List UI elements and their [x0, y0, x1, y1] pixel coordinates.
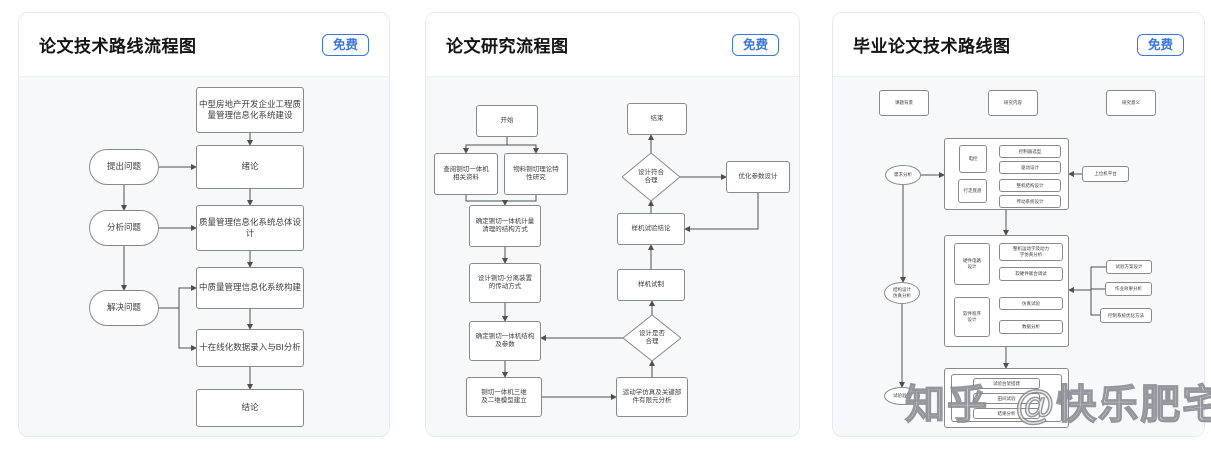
node-verify: 试验验证 — [884, 387, 920, 405]
card-body: 开始查阅铡切一体机 相关资料物料铡切理论特 性研究确定铡切一体机计量 清理的结构… — [426, 77, 799, 436]
node-design-sim: 结构设计 仿真分析 — [884, 282, 920, 304]
node-prototype: 样机试制 — [617, 269, 685, 301]
node-test-plan: 试验方案设计 — [1106, 260, 1152, 274]
flowchart-preview-3: 课题背景 研究内容 研究意义需求分析 电控行走底盘 控制器选型驱动设计整机结构设计传动系… — [833, 77, 1204, 436]
node-controller-select: 控制器选型 — [999, 145, 1061, 158]
node-chassis: 行走底盘 — [958, 179, 987, 203]
node-significance: 研究意义 — [1106, 90, 1156, 116]
card-body: 中型房地产开发企业工程质 量管理信息化系统建设绪论 提出问题质量管理信息化系统总体… — [19, 77, 389, 436]
card-title: 论文研究流程图 — [446, 37, 569, 56]
node-design-check-2: 设计符合 合理 — [622, 153, 680, 201]
node-design-check: 设计是否 合理 — [623, 315, 681, 361]
free-badge[interactable]: 免费 — [1136, 33, 1184, 56]
node-optimize: 优化参数设计 — [726, 161, 790, 193]
node-bench-test: 试验台架搭建 — [973, 378, 1040, 389]
flow-edges — [121, 133, 253, 390]
node-system-build: 中质量管理信息化系统构建 — [196, 267, 304, 309]
node-machine-structure: 整机结构设计 — [999, 179, 1061, 192]
node-raise-question: 提出问题 — [89, 149, 159, 185]
node-content: 研究内容 — [988, 90, 1038, 116]
card-header: 毕业论文技术路线图 免费 — [833, 13, 1204, 77]
node-topic: 中型房地产开发企业工程质 量管理信息化系统建设 — [196, 87, 304, 133]
free-badge[interactable]: 免费 — [321, 33, 369, 56]
node-host-platform: 上位机平台 — [1082, 166, 1129, 182]
card-header: 论文研究流程图 免费 — [426, 13, 799, 77]
node-hardware: 硬件电路 设计 — [954, 243, 990, 285]
node-theory-study: 物料铡切理论特 性研究 — [504, 153, 568, 195]
node-electric: 电控 — [959, 145, 987, 173]
node-background: 课题背景 — [879, 90, 929, 116]
node-solve-question: 解决问题 — [89, 290, 159, 326]
template-card-2[interactable]: 论文研究流程图 免费 开始查阅铡切一体机 相关资料物料铡切理论特 性研究确定铡切… — [425, 12, 800, 437]
node-start: 开始 — [476, 105, 538, 137]
node-analyze-question: 分析问题 — [89, 210, 159, 246]
node-joint-debug: 软硬件联合调试 — [999, 267, 1063, 281]
free-badge[interactable]: 免费 — [731, 33, 779, 56]
node-overall-design: 质量管理信息化系统总体设 计 — [196, 205, 304, 251]
card-header: 论文技术路线流程图 免费 — [19, 13, 389, 77]
node-test-result: 样机试验结论 — [617, 213, 685, 245]
node-transmission: 设计铡切-分离装置 的传动方式 — [469, 263, 541, 303]
node-software: 软件程序 设计 — [954, 297, 990, 337]
node-modeling: 铡切一体机三维 及二维模型建立 — [466, 377, 542, 417]
card-body: 课题背景 研究内容 研究意义需求分析 电控行走底盘 控制器选型驱动设计整机结构设计传动系… — [833, 77, 1204, 436]
node-transmission-design: 传动系统设计 — [999, 195, 1061, 208]
node-sim-test: 仿真试验 — [999, 297, 1063, 310]
flow-edges — [463, 134, 759, 400]
node-requirement: 需求分析 — [885, 165, 921, 185]
node-effect-analysis: 作业效果分析 — [1105, 282, 1152, 296]
flowchart-preview-1: 中型房地产开发企业工程质 量管理信息化系统建设绪论 提出问题质量管理信息化系统总体… — [19, 77, 389, 436]
flowchart-preview-2: 开始查阅铡切一体机 相关资料物料铡切理论特 性研究确定铡切一体机计量 清理的结构… — [426, 77, 799, 436]
node-structure-mode: 确定铡切一体机计量 清理的结构方式 — [469, 205, 541, 247]
node-result-analysis: 结果分析 — [973, 408, 1040, 419]
node-drive-design: 驱动设计 — [999, 161, 1061, 174]
node-params: 确定铡切一体机结构 及参数 — [469, 321, 541, 361]
node-kinematics: 整机运动学及动力 学仿真分析 — [999, 243, 1063, 261]
node-literature: 查阅铡切一体机 相关资料 — [434, 153, 498, 195]
node-field-test: 田间试验 — [973, 393, 1040, 404]
node-bi-analysis: 十在线化数据录入与BI分析 — [196, 329, 304, 367]
card-title: 论文技术路线流程图 — [39, 37, 197, 56]
template-card-1[interactable]: 论文技术路线流程图 免费 中型房地产开发企业工程质 量管理信息化系统建设绪论 提出… — [18, 12, 390, 437]
node-simulation: 运动学仿真及关键部 件有限元分析 — [616, 377, 688, 417]
template-card-3[interactable]: 毕业论文技术路线图 免费 课题背景 研究内容 研究意义需求分析 电控行走底盘 控制器选型… — [832, 12, 1205, 437]
node-optimize-method: 控制系统优化方法 — [1100, 308, 1152, 323]
node-data-analysis: 数据分析 — [999, 320, 1063, 334]
node-intro: 绪论 — [196, 145, 304, 189]
card-title: 毕业论文技术路线图 — [853, 37, 1011, 56]
node-conclusion: 结论 — [196, 389, 304, 427]
node-end: 结束 — [627, 103, 687, 135]
